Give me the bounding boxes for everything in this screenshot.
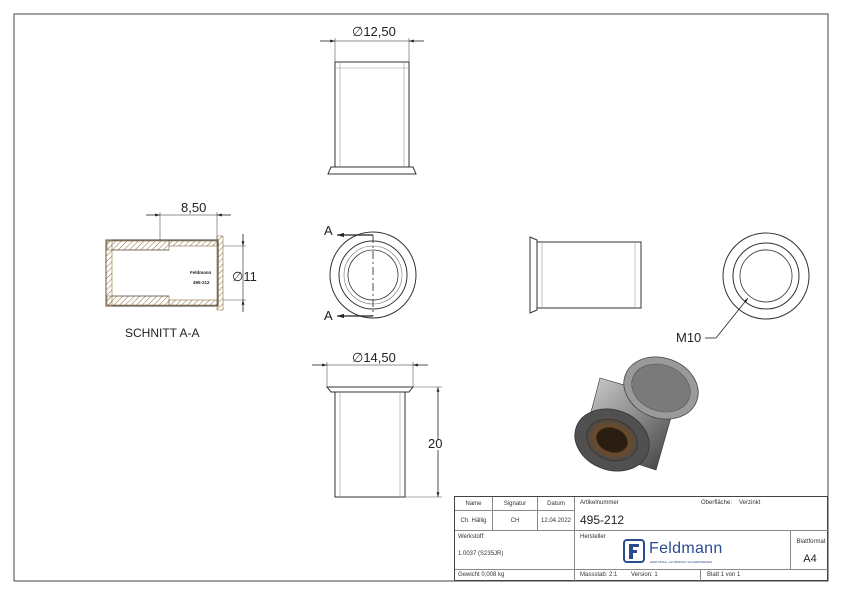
sheet-border [13,13,829,582]
material-value: 1.0037 (S235JR) [458,551,504,557]
dim-thread: M10 [676,330,701,345]
front-circle-view [329,231,417,319]
section-marker-top: A [324,223,333,238]
material-label: Werkstoff: [458,534,485,540]
weight-cell: Gewicht 0,008 kg [455,570,575,582]
surface-label: Oberfläche: [701,500,733,506]
surface-value: Verzinkt [739,500,761,506]
dim-height: 20 [428,436,442,451]
col-signature-header: Signatur [493,497,538,511]
weight-value: Gewicht 0,008 kg [458,572,505,578]
sheet-value: Blatt 1 von 1 [707,572,741,578]
logo-text: Feldmann [649,540,723,557]
thread-circle-view [705,232,810,339]
bottom-view [312,362,442,498]
top-view [320,38,424,175]
material-cell: Werkstoff: 1.0037 (S235JR) [455,531,575,570]
scale-value: Massstab: 2:1 [580,572,618,578]
dim-section-width: 8,50 [181,200,206,215]
format-value: A4 [803,553,817,565]
marking-line-2: 495-212 [193,280,210,285]
dim-top-diameter: ∅12,50 [352,24,396,39]
drawn-by-name: Ch. Hällig [455,511,493,531]
format-cell: Blattformat A4 [791,531,829,570]
manufacturer-label: Hersteller [580,534,606,540]
format-label: Blattformat [796,539,826,545]
side-view [529,236,642,314]
section-marker-bottom: A [324,308,333,323]
scale-cell: Massstab: 2:1 Version: 1 [575,570,701,582]
marking-line-1: Feldmann [190,270,212,275]
version-value: Version: 1 [631,572,658,578]
section-label: SCHNITT A-A [125,326,199,340]
dim-section-diameter: ∅11 [232,269,257,284]
col-name-header: Name [455,497,493,511]
dim-bottom-diameter: ∅14,50 [352,350,396,365]
manufacturer-cell: Hersteller Feldmann EDELSTAHL, ALUMINIUM… [575,531,791,570]
feldmann-logo-icon [623,539,645,563]
section-view [105,212,246,312]
logo-tagline: EDELSTAHL, ALUMINIUM, SCHWEISSEISEN [650,560,713,564]
article-label: Artikelnummer [580,500,619,506]
title-block: Name Signatur Datum Ch. Hällig CH 12.04.… [454,496,829,582]
col-date-header: Datum [538,497,575,511]
drawn-date: 12.04.2022 [538,511,575,531]
drawn-by-signature: CH [493,511,538,531]
sheet-cell: Blatt 1 von 1 [701,570,829,582]
article-number: 495-212 [580,513,625,527]
article-cell: Artikelnummer 495-212 Oberfläche: Verzin… [575,497,829,531]
iso-render [574,356,699,472]
